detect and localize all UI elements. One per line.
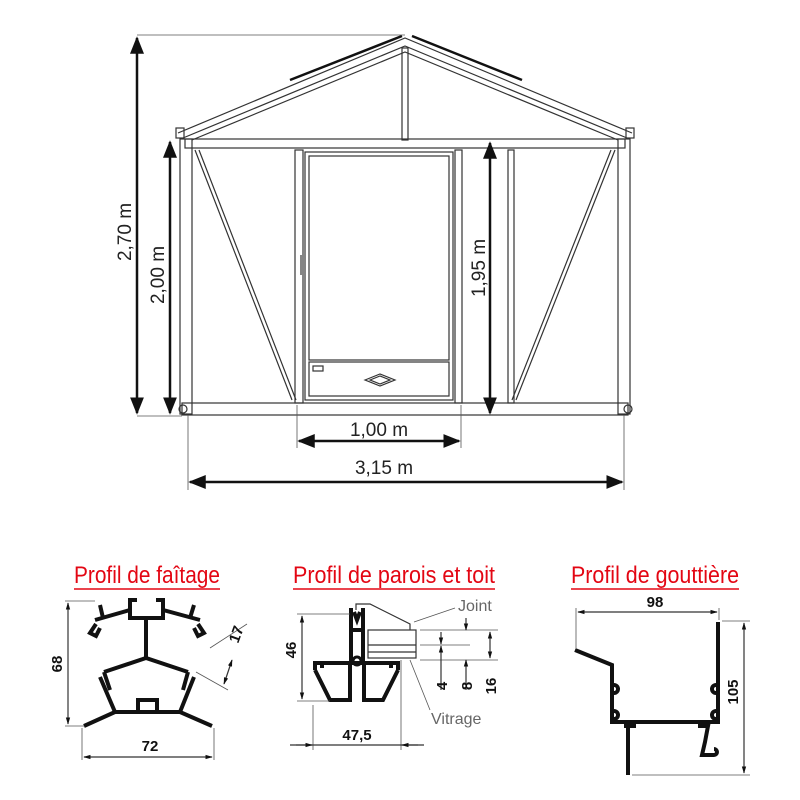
greenhouse-front-view: 2,70 m 2,00 m 1,95 m 1,00 m 3,15 m (115, 34, 635, 490)
profile-gutter-title: Profil de gouttière (571, 562, 739, 589)
dimension-label: 98 (647, 594, 664, 611)
dimension-label: 47,5 (342, 727, 371, 744)
dimension-label: 72 (142, 738, 159, 755)
roof-vent-right (411, 34, 523, 82)
roof-vent-left (289, 34, 403, 82)
profile-ridge: Profil de faîtage 68 72 17 (49, 562, 248, 760)
dimension-total-height: 2,70 m (115, 34, 405, 417)
dimension-label: 16 (483, 678, 500, 695)
dimension-label: 8 (459, 682, 476, 690)
left-brace (194, 149, 293, 401)
door-width-label: 1,00 m (350, 420, 408, 441)
total-height-label: 2,70 m (115, 203, 136, 261)
door-handle-emblem (363, 373, 397, 387)
profile-walls-roof: Profil de parois et toit Joint Vitrage 4… (283, 562, 500, 750)
joint-label: Joint (458, 598, 492, 615)
vitrage-label: Vitrage (431, 711, 482, 728)
ridge-post (401, 47, 409, 141)
profile-gutter: Profil de gouttière 98 105 (571, 562, 750, 776)
dimension-label: 68 (49, 656, 66, 673)
right-post (617, 138, 631, 415)
dimension-label: 4 (434, 681, 451, 690)
dimension-wall-height: 2,00 m (148, 140, 177, 415)
dimension-total-width: 3,15 m (187, 415, 625, 490)
total-width-label: 3,15 m (355, 458, 413, 479)
dimension-door-width: 1,00 m (296, 405, 462, 448)
profile-walls-roof-title: Profil de parois et toit (293, 562, 495, 589)
wall-height-label: 2,00 m (148, 246, 169, 304)
roof (175, 34, 635, 141)
door (300, 151, 454, 401)
dimension-label: 17 (226, 624, 248, 645)
dimension-door-height: 1,95 m (469, 141, 497, 415)
left-post (179, 138, 193, 415)
dimension-label: 46 (283, 642, 300, 659)
door-height-label: 1,95 m (469, 239, 490, 297)
base-rail (181, 402, 629, 416)
right-brace (515, 149, 616, 401)
dimension-label: 105 (725, 679, 742, 704)
profile-ridge-title: Profil de faîtage (74, 562, 220, 589)
top-beam (184, 138, 626, 149)
